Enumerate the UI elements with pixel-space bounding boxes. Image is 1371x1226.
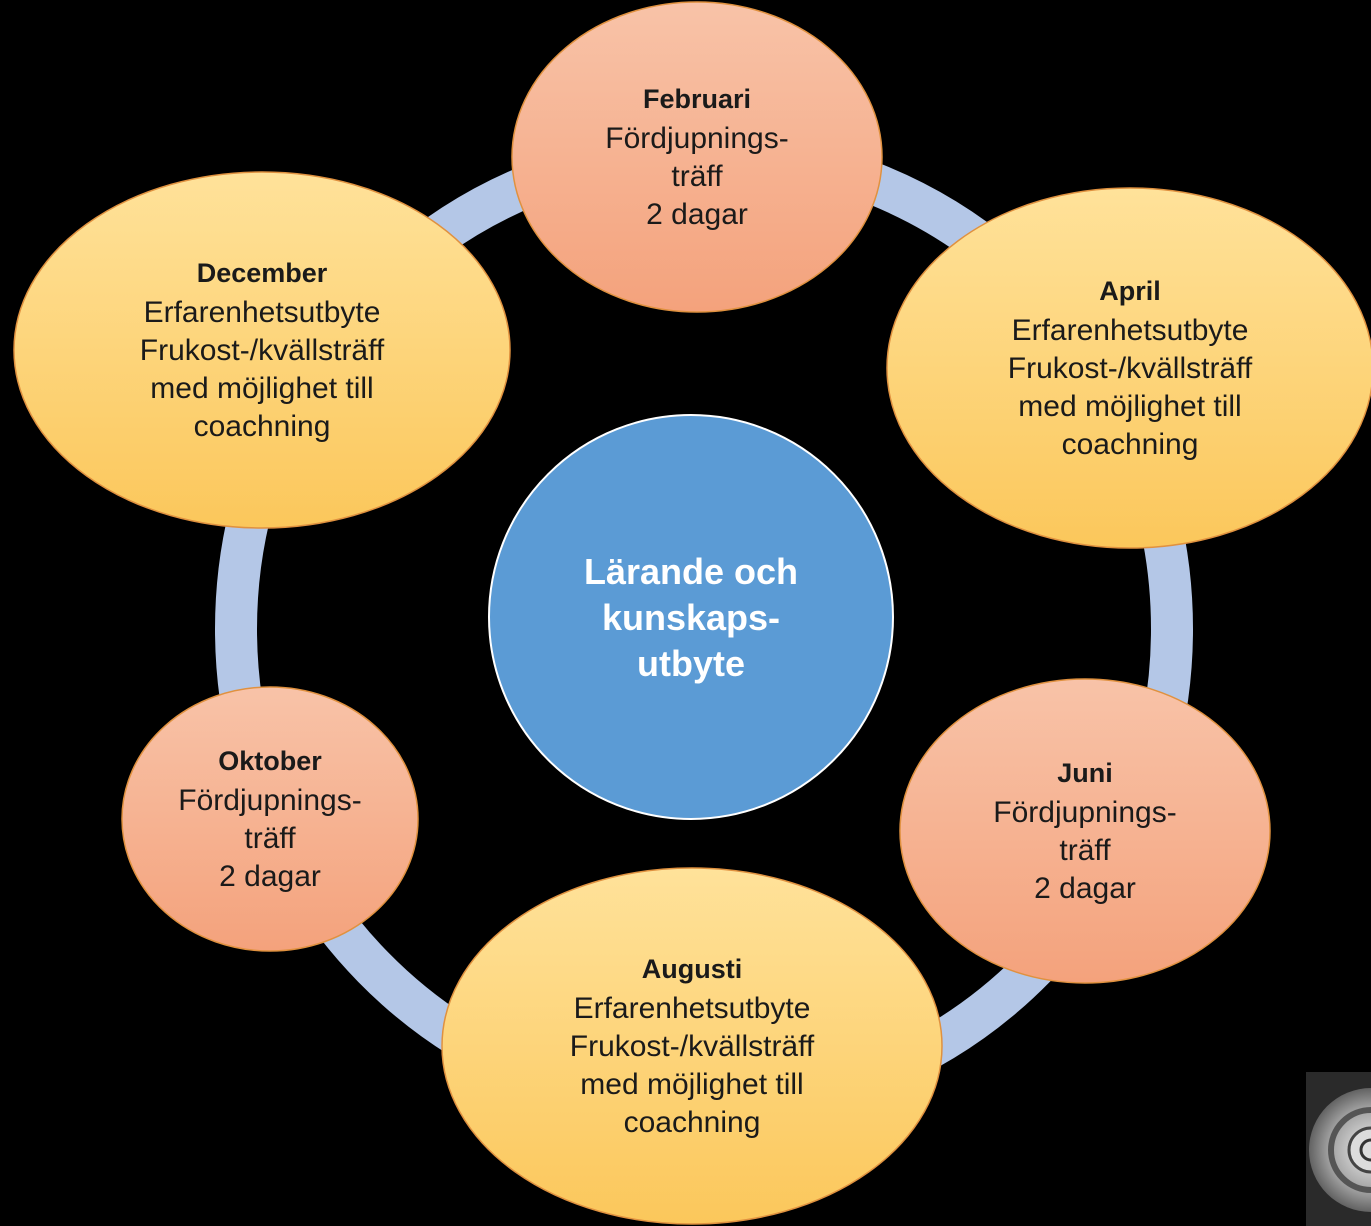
node-month: December	[196, 258, 328, 288]
node-line: Erfarenhetsutbyte	[573, 992, 811, 1025]
node-februari-ellipse	[511, 1, 883, 313]
node-line: 2 dagar	[219, 860, 321, 893]
node-juni-ellipse	[899, 678, 1271, 984]
node-augusti-ellipse	[441, 867, 943, 1225]
node-line: träff	[671, 160, 723, 193]
node-month: Juni	[1057, 758, 1113, 788]
node-month: Oktober	[218, 746, 322, 776]
node-line: 2 dagar	[646, 198, 748, 231]
node-line: med möjlighet till	[150, 372, 374, 405]
node-month: Augusti	[641, 954, 743, 984]
node-line: med möjlighet till	[580, 1068, 804, 1101]
center-line-3: utbyte	[637, 643, 745, 684]
node-februari: Februari Fördjupnings- träff 2 dagar	[512, 2, 882, 312]
node-line: 2 dagar	[1034, 872, 1136, 905]
center-line-2: kunskaps-	[601, 597, 781, 638]
node-line: Erfarenhetsutbyte	[1011, 314, 1249, 347]
node-line: med möjlighet till	[1018, 390, 1242, 423]
node-month: April	[1099, 276, 1161, 306]
node-december: December Erfarenhetsutbyte Frukost-/kväl…	[14, 172, 510, 528]
center-line-1: Lärande och	[583, 551, 799, 592]
node-april: April Erfarenhetsutbyte Frukost-/kvällst…	[887, 188, 1371, 548]
node-line: Fördjupnings-	[993, 796, 1177, 829]
node-juni: Juni Fördjupnings- träff 2 dagar	[900, 679, 1270, 983]
node-line: Fördjupnings-	[178, 784, 362, 817]
node-line: coachning	[193, 410, 331, 443]
node-oktober-ellipse	[121, 686, 419, 952]
node-december-ellipse	[13, 171, 511, 529]
node-line: coachning	[1061, 428, 1199, 461]
node-line: Erfarenhetsutbyte	[143, 296, 381, 329]
turbine-engine-icon	[1306, 1072, 1371, 1226]
node-line: Frukost-/kvällsträff	[1007, 352, 1253, 385]
node-line: Fördjupnings-	[605, 122, 789, 155]
node-augusti: Augusti Erfarenhetsutbyte Frukost-/kväll…	[442, 868, 942, 1224]
node-oktober: Oktober Fördjupnings- träff 2 dagar	[122, 687, 418, 951]
node-april-ellipse	[886, 187, 1371, 549]
node-line: träff	[1059, 834, 1111, 867]
node-line: Frukost-/kvällsträff	[139, 334, 385, 367]
center-circle	[488, 414, 894, 820]
node-line: Frukost-/kvällsträff	[569, 1030, 815, 1063]
node-line: coachning	[623, 1106, 761, 1139]
center-title: Lärande och kunskaps- utbyte	[491, 420, 891, 816]
node-month: Februari	[642, 84, 752, 114]
node-line: träff	[244, 822, 296, 855]
